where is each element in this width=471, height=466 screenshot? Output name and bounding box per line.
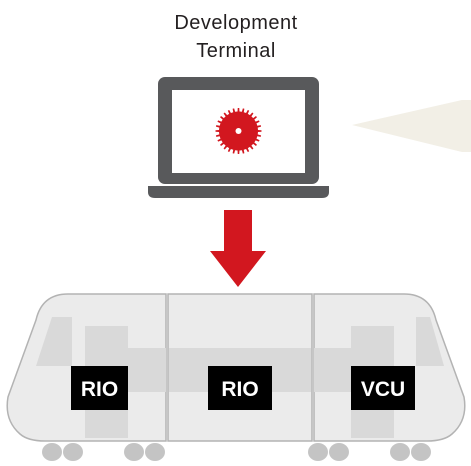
wheel: [63, 443, 83, 461]
down-arrow: [210, 210, 266, 287]
unit-label-3: VCU: [351, 366, 415, 410]
train: RIO RIO VCU: [6, 293, 466, 461]
unit-label-3-text: VCU: [361, 378, 405, 401]
wheel: [124, 443, 144, 461]
laptop-icon: [148, 77, 329, 198]
train-wheels: [42, 443, 431, 461]
train-car-3-window: [416, 317, 444, 366]
terminal-title-line2: Terminal: [196, 40, 276, 62]
train-car-1-window: [36, 317, 72, 366]
unit-label-2-box: [208, 366, 272, 410]
gear-icon: [215, 108, 262, 154]
unit-label-1-box: [71, 366, 128, 410]
unit-label-2: RIO: [208, 366, 272, 410]
wheel: [308, 443, 328, 461]
unit-label-3-box: [351, 366, 415, 410]
terminal-title-line1: Development: [174, 12, 297, 34]
wheel: [390, 443, 410, 461]
light-beam: [352, 100, 471, 152]
wheel: [145, 443, 165, 461]
unit-label-2-text: RIO: [221, 378, 258, 401]
wheel: [329, 443, 349, 461]
gear-hub: [235, 128, 242, 134]
unit-label-1: RIO: [71, 366, 128, 410]
train-car-1-band: [128, 348, 166, 392]
wheel: [411, 443, 431, 461]
wheel: [42, 443, 62, 461]
unit-label-1-text: RIO: [81, 378, 118, 401]
train-car-3-band: [314, 348, 351, 392]
laptop-base: [148, 186, 329, 198]
